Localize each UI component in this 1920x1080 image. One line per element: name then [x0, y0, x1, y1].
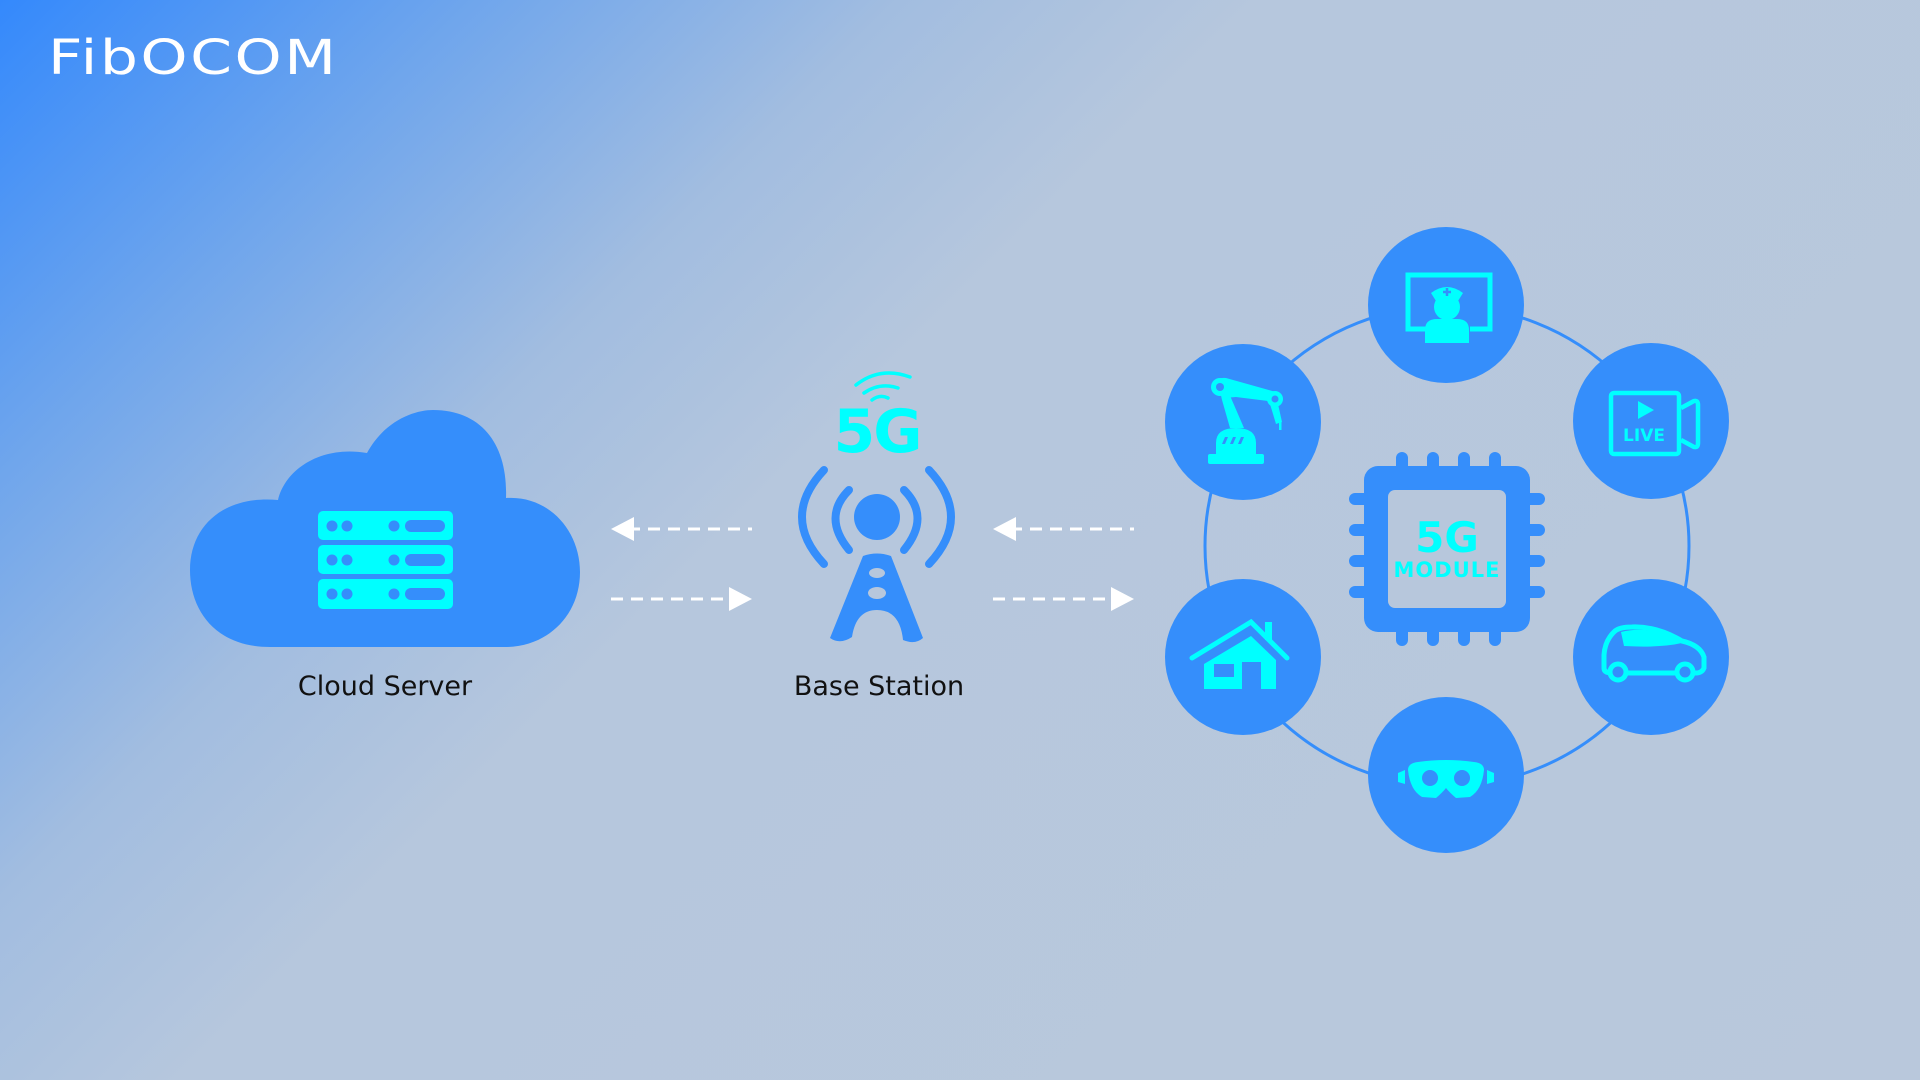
- app-industrial-robot: [1165, 344, 1321, 500]
- chip-icon: [1349, 452, 1545, 646]
- car-icon: [1601, 624, 1707, 683]
- arrow-base-to-module: [993, 587, 1134, 611]
- base-station-5g-badge: 5G: [834, 397, 921, 467]
- robot-arm-icon: [1208, 377, 1283, 464]
- cell-tower-icon: [798, 466, 955, 643]
- arrow-cloud-to-base: [611, 587, 752, 611]
- app-vr-ar: [1368, 697, 1524, 853]
- arrow-base-to-cloud: [611, 517, 752, 541]
- module-subtitle: MODULE: [1394, 558, 1501, 582]
- nurse-monitor-icon: [1405, 272, 1493, 343]
- house-icon: [1189, 618, 1290, 689]
- arrow-module-to-base: [993, 517, 1134, 541]
- module-ecosystem: 5G MODULE LIVE: [1165, 227, 1729, 853]
- cloud-server-node: [190, 410, 580, 647]
- server-rack-icon: [318, 511, 453, 609]
- live-camera-icon: LIVE: [1608, 390, 1701, 457]
- app-live-streaming: LIVE: [1573, 343, 1729, 499]
- fibocom-logo: FibOCOM: [48, 30, 339, 86]
- app-connected-car: [1573, 579, 1729, 735]
- signal-waves-icon: [854, 371, 912, 402]
- cloud-server-label: Cloud Server: [298, 671, 473, 702]
- base-station-label: Base Station: [794, 671, 964, 702]
- live-text: LIVE: [1623, 426, 1665, 446]
- base-station-node: 5G: [798, 371, 955, 643]
- module-title: 5G: [1415, 513, 1479, 562]
- vr-goggles-icon: [1398, 760, 1494, 798]
- app-smart-home: [1165, 579, 1321, 735]
- app-telemedicine: [1368, 227, 1524, 383]
